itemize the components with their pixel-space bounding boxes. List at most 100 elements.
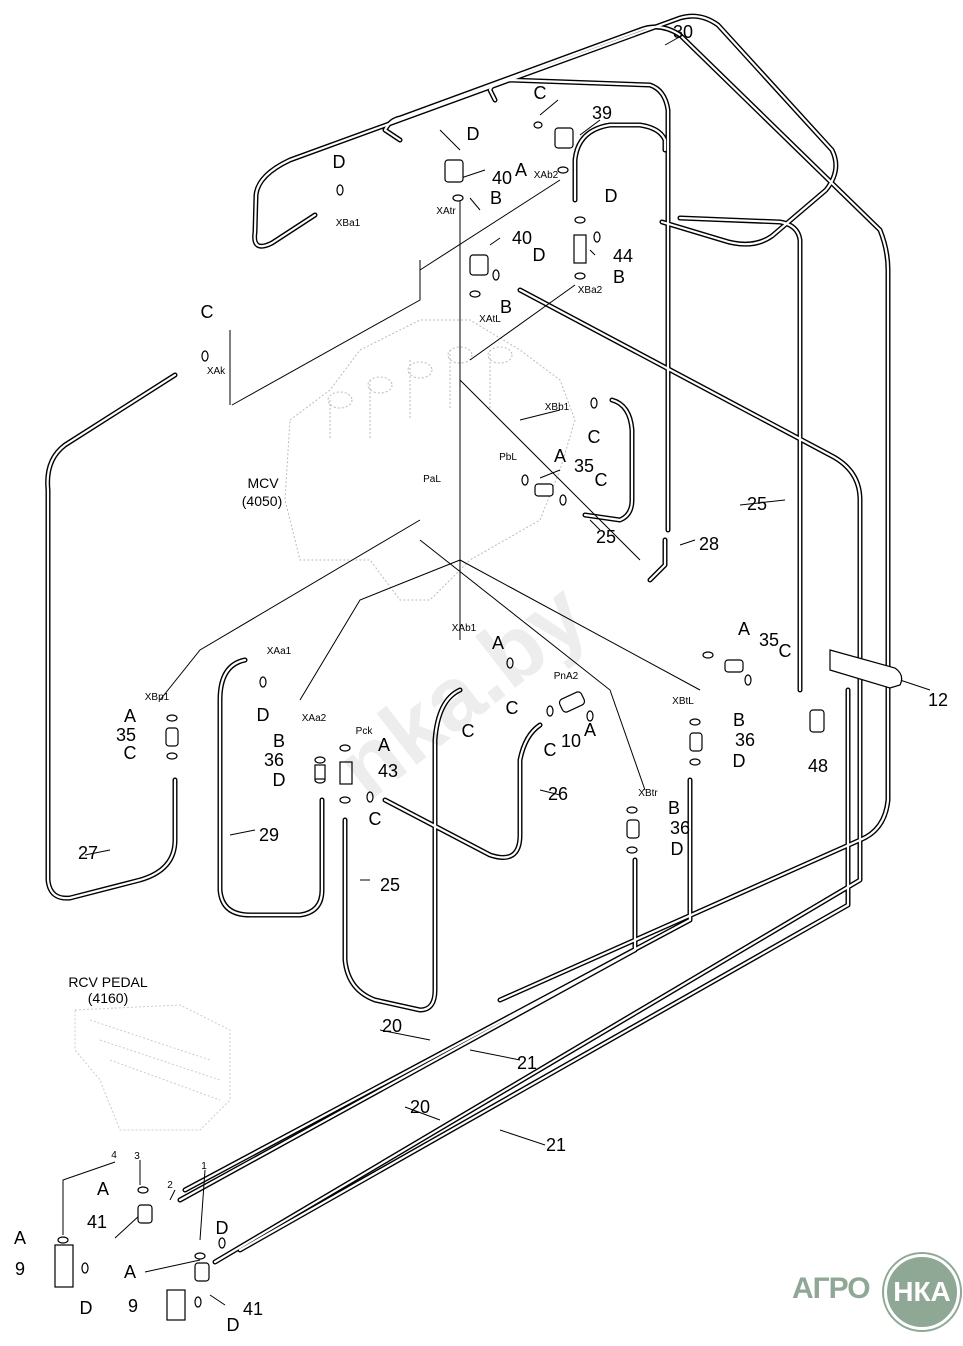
mcv-code: (4050) bbox=[241, 493, 283, 509]
part-callout: 35 bbox=[758, 630, 780, 650]
mcv-label: MCV bbox=[247, 475, 279, 491]
part-callout: 25 bbox=[595, 527, 617, 547]
part-callout: C bbox=[200, 302, 214, 322]
port-label: XBtL bbox=[672, 696, 694, 707]
port-label: XBb1 bbox=[544, 402, 570, 413]
pedal-port-number: 4 bbox=[111, 1150, 117, 1161]
part-callout: D bbox=[604, 186, 618, 206]
part-callout: D bbox=[272, 770, 286, 790]
part-callout: 10 bbox=[560, 731, 582, 751]
part-callout: 25 bbox=[746, 494, 768, 514]
part-callout: A bbox=[123, 1262, 137, 1282]
port-label: XBa1 bbox=[335, 218, 361, 229]
pedal-port-number: 2 bbox=[167, 1180, 173, 1191]
leader-lines bbox=[62, 34, 931, 1306]
port-label: PnA2 bbox=[553, 671, 579, 682]
part-callout: B bbox=[667, 798, 681, 818]
part-callout: 28 bbox=[698, 534, 720, 554]
part-callout: A bbox=[491, 633, 505, 653]
rcv-pedal-label: RCV PEDAL bbox=[68, 974, 148, 990]
part-callout: D bbox=[256, 705, 270, 725]
part-callout: A bbox=[13, 1228, 27, 1248]
part-callout: B bbox=[499, 297, 513, 317]
part-callout: 36 bbox=[669, 818, 691, 838]
part-callout: 21 bbox=[516, 1053, 538, 1073]
part-callout: 25 bbox=[379, 875, 401, 895]
part-callout: B bbox=[732, 710, 746, 730]
part-callout: 36 bbox=[734, 730, 756, 750]
part-callout: D bbox=[466, 124, 480, 144]
part-callout: 9 bbox=[14, 1259, 26, 1279]
part-callout: 40 bbox=[491, 168, 513, 188]
rcv-pedal-code: (4160) bbox=[87, 990, 129, 1006]
part-callout: 21 bbox=[545, 1135, 567, 1155]
port-label: XBtr bbox=[638, 788, 658, 799]
fittings bbox=[54, 127, 903, 1321]
port-label: XAk bbox=[206, 366, 226, 377]
part-callout: 35 bbox=[573, 456, 595, 476]
port-label: XBa2 bbox=[577, 285, 603, 296]
part-callout: D bbox=[732, 751, 746, 771]
port-label: PaL bbox=[423, 474, 441, 485]
part-callout: D bbox=[226, 1315, 240, 1335]
part-callout: 41 bbox=[242, 1299, 264, 1319]
part-callout: 20 bbox=[409, 1097, 431, 1117]
part-callout: 36 bbox=[263, 750, 285, 770]
part-callout: B bbox=[272, 731, 286, 751]
part-callout: A bbox=[737, 619, 751, 639]
part-callout: 30 bbox=[672, 22, 694, 42]
part-callout: 43 bbox=[377, 761, 399, 781]
mcv-valve-block bbox=[284, 319, 576, 601]
pedal-port-number: 1 bbox=[201, 1161, 207, 1172]
part-callout: C bbox=[543, 740, 557, 760]
part-callout: 27 bbox=[77, 843, 99, 863]
part-callout: 29 bbox=[258, 825, 280, 845]
part-callout: B bbox=[489, 188, 503, 208]
part-callout: C bbox=[778, 641, 792, 661]
pedal-port-number: 3 bbox=[134, 1151, 140, 1162]
part-callout: D bbox=[532, 245, 546, 265]
part-callout: A bbox=[514, 160, 528, 180]
part-callout: 35 bbox=[115, 725, 137, 745]
part-callout: 26 bbox=[547, 784, 569, 804]
part-callout: 39 bbox=[591, 103, 613, 123]
part-callout: 40 bbox=[511, 228, 533, 248]
part-callout: C bbox=[587, 427, 601, 447]
o-rings bbox=[57, 121, 752, 1308]
part-callout: 48 bbox=[807, 756, 829, 776]
part-callout: 44 bbox=[612, 246, 634, 266]
logo-circle: НКА bbox=[884, 1254, 960, 1330]
agronka-logo: НКА АГРО bbox=[792, 1250, 960, 1330]
port-label: XAa2 bbox=[301, 713, 327, 724]
part-callout: D bbox=[332, 152, 346, 172]
part-callout: C bbox=[594, 470, 608, 490]
port-label: XAa1 bbox=[266, 646, 292, 657]
port-label: XBp1 bbox=[144, 692, 170, 703]
part-callout: C bbox=[123, 743, 137, 763]
port-label: XAb2 bbox=[533, 170, 559, 181]
part-callout: C bbox=[461, 721, 475, 741]
part-callout: A bbox=[553, 446, 567, 466]
part-callout: C bbox=[533, 83, 547, 103]
port-label: XAtr bbox=[436, 206, 456, 217]
part-callout: B bbox=[612, 267, 626, 287]
part-callout: A bbox=[583, 720, 597, 740]
part-callout: A bbox=[123, 706, 137, 726]
part-callout: C bbox=[368, 809, 382, 829]
port-label: Pck bbox=[355, 726, 373, 737]
logo-word: АГРО bbox=[792, 1272, 871, 1305]
part-callout: A bbox=[377, 735, 391, 755]
part-callout: 41 bbox=[86, 1212, 108, 1232]
part-callout: 9 bbox=[127, 1296, 139, 1316]
part-callout: D bbox=[215, 1218, 229, 1238]
part-callout: A bbox=[96, 1179, 110, 1199]
port-label: PbL bbox=[499, 452, 517, 463]
rcv-pedal-block bbox=[74, 1004, 231, 1131]
part-callout: D bbox=[79, 1298, 93, 1318]
port-label: XAtL bbox=[479, 314, 501, 325]
hoses-inner bbox=[46, 15, 890, 1264]
part-callout: D bbox=[670, 839, 684, 859]
part-callout: 12 bbox=[927, 690, 949, 710]
